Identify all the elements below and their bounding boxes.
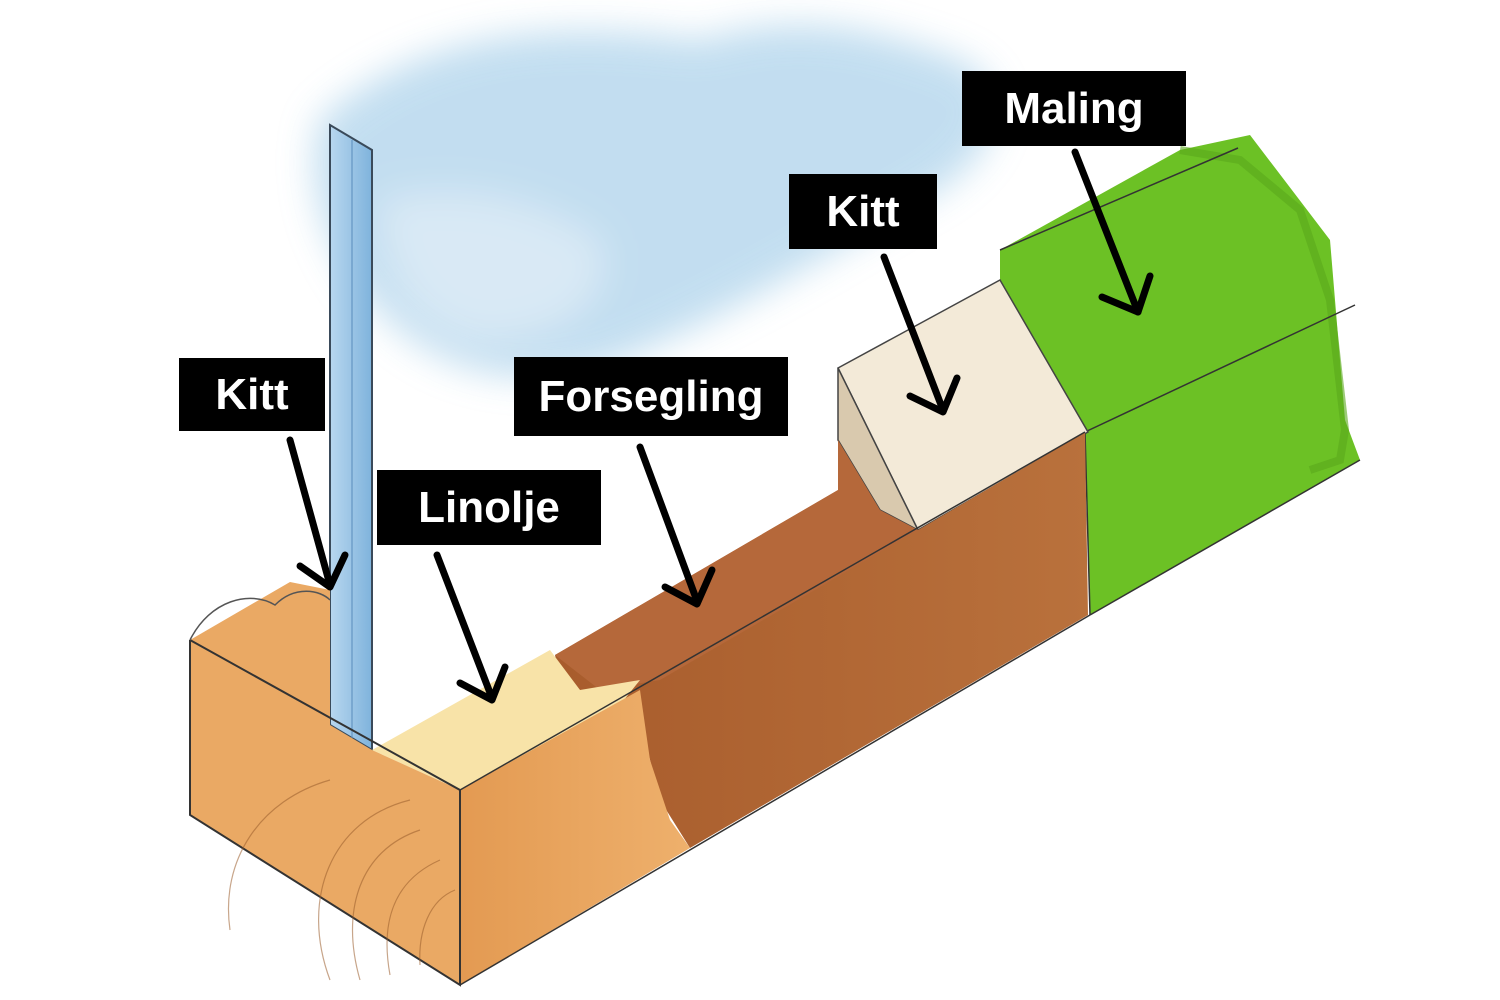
label-maling: Maling	[962, 71, 1186, 146]
sealed-wood	[555, 432, 1088, 848]
arrow-forsegling	[636, 443, 716, 608]
arrow-kitt-right	[880, 253, 961, 416]
linseed-oil-area	[372, 650, 640, 790]
sky-wash	[314, 25, 995, 377]
raw-wood-block	[189, 431, 1091, 987]
arrows	[286, 148, 1154, 704]
painted-section	[999, 135, 1361, 616]
label-kitt-left: Kitt	[179, 358, 325, 431]
label-kitt-right: Kitt	[789, 174, 937, 249]
label-linolje: Linolje	[377, 470, 601, 545]
arrow-kitt-left	[286, 436, 349, 591]
arrow-maling	[1071, 148, 1154, 316]
wood-grain	[228, 779, 456, 981]
glass-pane	[329, 123, 373, 752]
label-forsegling: Forsegling	[514, 357, 788, 436]
arrow-linolje	[433, 551, 509, 704]
